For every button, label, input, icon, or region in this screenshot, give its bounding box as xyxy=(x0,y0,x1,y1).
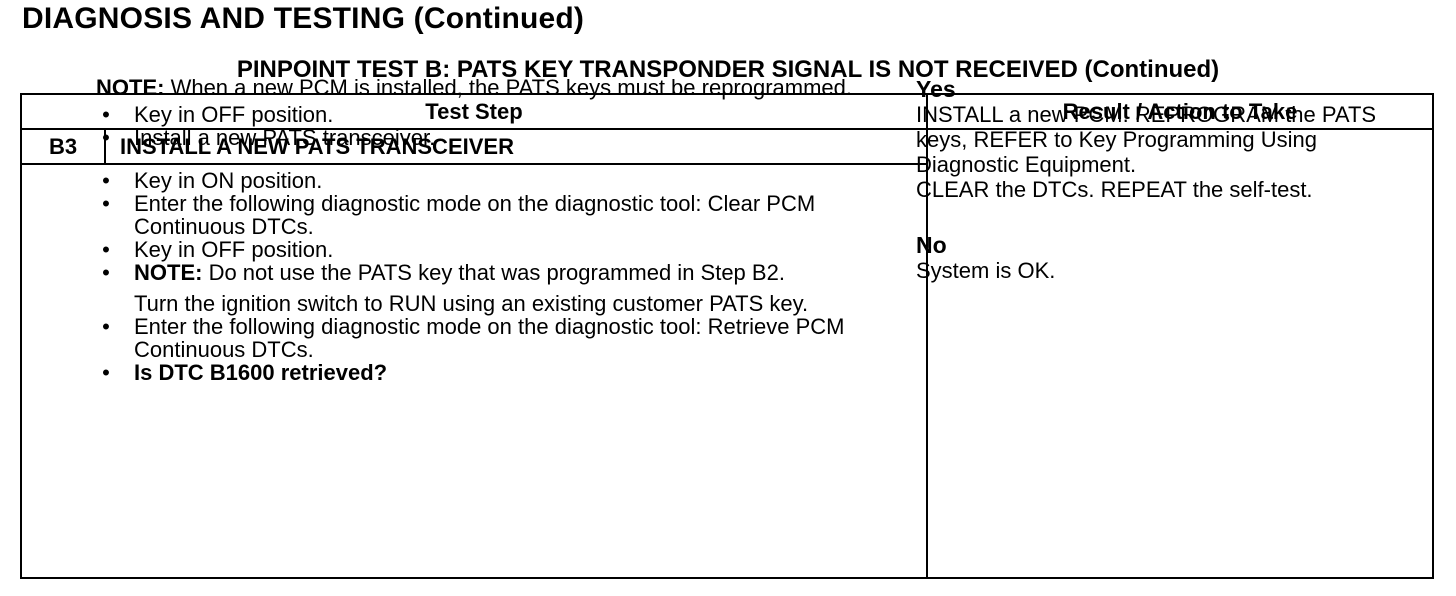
pinpoint-test-title: PINPOINT TEST B: PATS KEY TRANSPONDER SI… xyxy=(236,56,1220,83)
step-list-continued: • Enter the following diagnostic mode on … xyxy=(96,315,896,384)
list-item: • Key in OFF position. xyxy=(96,103,896,126)
list-item: • Is DTC B1600 retrieved? xyxy=(96,361,896,384)
column-header-result: Result / Action to Take xyxy=(926,95,1432,130)
column-divider xyxy=(926,95,928,577)
result-no-label: No xyxy=(916,232,947,258)
result-yes-text: INSTALL a new PCM. REPROGRAM the PATS ke… xyxy=(916,102,1377,177)
result-yes-label: Yes xyxy=(916,76,956,102)
list-item-question: Is DTC B1600 retrieved? xyxy=(134,360,388,385)
step-id: B3 xyxy=(22,130,106,165)
list-item: • Key in ON position. xyxy=(96,169,896,192)
list-item: • Key in OFF position. xyxy=(96,238,896,261)
note-label: NOTE: xyxy=(96,75,165,100)
list-item-text: Key in OFF position. xyxy=(134,237,334,262)
result-column-body: Yes INSTALL a new PCM. REPROGRAM the PAT… xyxy=(916,76,1404,283)
test-table: Test Step Result / Action to Take B3 INS… xyxy=(20,93,1434,579)
result-yes-text-2: CLEAR the DTCs. REPEAT the self-test. xyxy=(916,177,1313,202)
list-item: • NOTE: Do not use the PATS key that was … xyxy=(96,261,896,284)
bullet: • xyxy=(102,102,110,127)
bullet: • xyxy=(102,125,110,150)
result-no-text: System is OK. xyxy=(916,258,1056,283)
list-item: • Enter the following diagnostic mode on … xyxy=(96,315,896,361)
list-item-text: Do not use the PATS key that was program… xyxy=(202,260,785,285)
step-list: • Key in OFF position. • Install a new PAT… xyxy=(96,103,896,284)
note-text: When a new PCM is installed, the PATS ke… xyxy=(164,75,853,100)
page-title: DIAGNOSIS AND TESTING (Continued) xyxy=(22,2,585,35)
bullet: • xyxy=(102,260,110,285)
note-label: NOTE: xyxy=(134,260,203,285)
bullet: • xyxy=(102,360,110,385)
step-heading: INSTALL A NEW PATS TRANSCEIVER xyxy=(106,130,926,165)
list-item-continuation: Turn the ignition switch to RUN using an… xyxy=(134,291,809,316)
list-item-text: Install a new PATS transceiver. xyxy=(134,125,436,150)
list-item-text: Enter the following diagnostic mode on t… xyxy=(134,314,845,362)
list-item-text: Key in OFF position. xyxy=(134,102,334,127)
bullet: • xyxy=(102,237,110,262)
bullet: • xyxy=(102,314,110,339)
list-item: • Install a new PATS transceiver. xyxy=(96,126,896,149)
list-item: • Enter the following diagnostic mode on … xyxy=(96,192,896,238)
column-header-test-step: Test Step xyxy=(22,95,926,130)
step-note: NOTE: When a new PCM is installed, the P… xyxy=(96,76,896,99)
list-item-text: Enter the following diagnostic mode on t… xyxy=(134,191,816,239)
test-step-body: NOTE: When a new PCM is installed, the P… xyxy=(96,76,896,384)
list-item-text: Key in ON position. xyxy=(134,168,323,193)
bullet: • xyxy=(102,191,110,216)
bullet: • xyxy=(102,168,110,193)
